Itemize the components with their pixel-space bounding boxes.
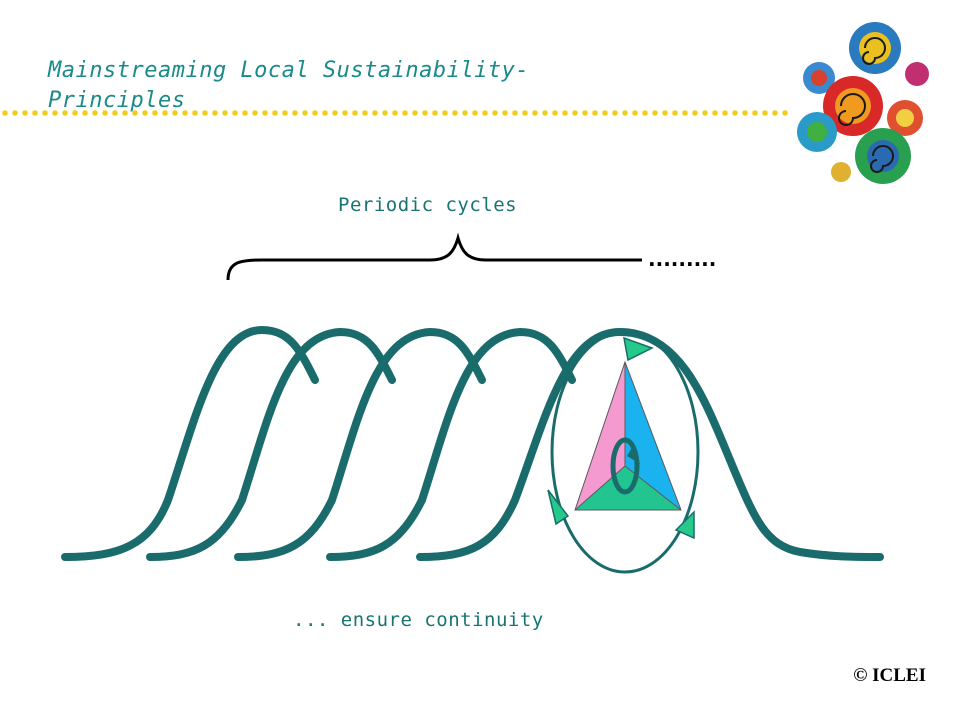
cycle-arrow-right-icon — [674, 510, 695, 540]
periodic-cycles-brace — [226, 232, 642, 281]
wave-2 — [146, 327, 396, 561]
iclei-swirl-logo-icon — [797, 22, 929, 184]
periodic-waves — [61, 325, 884, 561]
periodic-cycles-label: Periodic cycles — [338, 194, 518, 216]
sustainability-triangle-icon — [574, 360, 682, 511]
wave-3 — [234, 327, 486, 561]
slide-title: Mainstreaming Local Sustainability- Prin… — [48, 58, 530, 113]
cycle-arrow-top-icon — [623, 336, 654, 362]
cycle-arrow-left-icon — [547, 489, 570, 526]
wave-1 — [61, 325, 319, 561]
dotted-title-rule — [0, 110, 790, 116]
cycle-ellipse — [550, 330, 700, 574]
copyright-notice: © ICLEI — [853, 665, 926, 686]
rotation-arrow-icon — [610, 437, 640, 495]
wave-4 — [326, 327, 576, 561]
brace-continuation-dots: ......... — [648, 247, 716, 271]
ensure-continuity-label: ... ensure continuity — [293, 609, 544, 631]
wave-5-main — [416, 327, 884, 561]
